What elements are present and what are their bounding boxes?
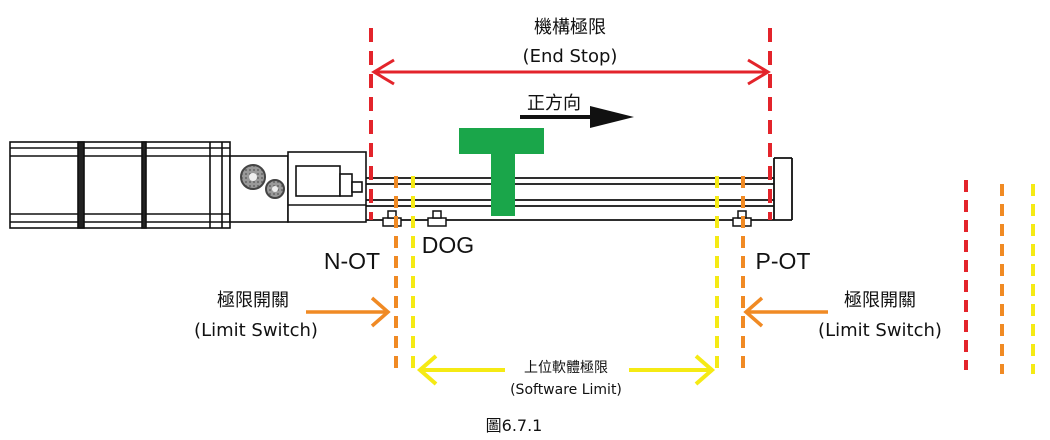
- end-stop-arrow: [371, 58, 771, 86]
- direction-arrow: [520, 106, 634, 128]
- legend-dashed-lines: [964, 180, 1035, 374]
- end-stop-subtitle: (End Stop): [523, 46, 618, 67]
- dog-label: DOG: [422, 232, 474, 258]
- end-stop-title: 機構極限: [534, 17, 606, 38]
- software-limit-subtitle: (Software Limit): [510, 382, 622, 398]
- software-limit-arrow: [416, 354, 716, 386]
- software-limit-title: 上位軟體極限: [524, 360, 608, 376]
- end-stop-lines: [369, 28, 772, 220]
- linear-rail: [366, 157, 793, 221]
- limit-switch-arrows: [306, 296, 828, 328]
- figure-caption: 圖6.7.1: [486, 416, 543, 435]
- p-ot-label: P-OT: [756, 248, 811, 274]
- servo-motor: [9, 141, 367, 229]
- gear-icon: [240, 164, 285, 199]
- sensor-brackets: [382, 210, 752, 227]
- n-ot-label: N-OT: [324, 248, 380, 274]
- software-limit-lines: [411, 176, 719, 376]
- limit-switch-lines: [394, 176, 745, 368]
- direction-label: 正方向: [527, 93, 581, 114]
- limit-switch-left-subtitle: (Limit Switch): [194, 320, 318, 341]
- limit-switch-left-title: 極限開關: [217, 290, 289, 311]
- limit-switch-right-subtitle: (Limit Switch): [818, 320, 942, 341]
- carriage-block: [459, 128, 544, 216]
- limit-switch-right-title: 極限開關: [844, 290, 916, 311]
